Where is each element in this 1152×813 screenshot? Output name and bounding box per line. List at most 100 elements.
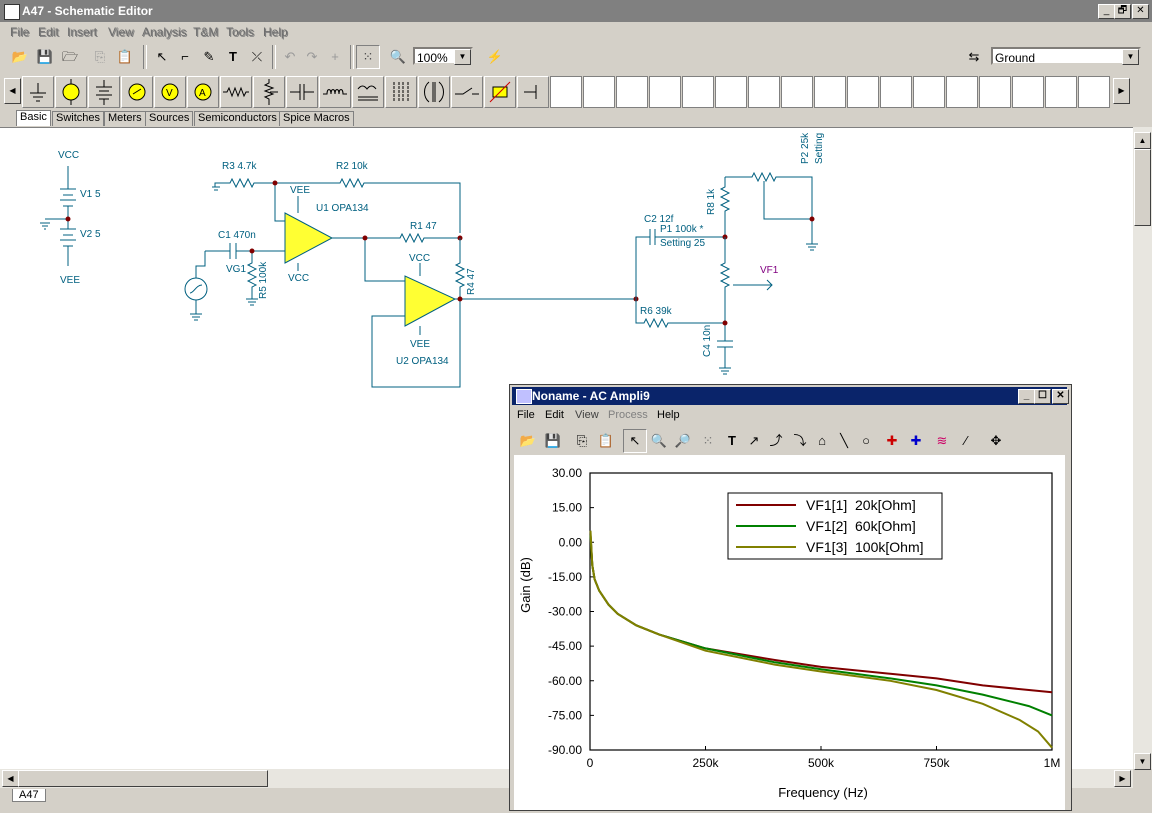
grid-icon[interactable]: ⁙ <box>702 433 714 448</box>
pan-arrows-icon[interactable]: ✥ <box>990 433 1002 448</box>
chevron-down-icon[interactable]: ▼ <box>1122 49 1139 65</box>
ampmeter-component-icon[interactable]: A <box>187 76 219 108</box>
switch-component-icon[interactable] <box>451 76 483 108</box>
y-tick-label: -60.00 <box>548 674 582 688</box>
label-vg1: VG1 <box>226 264 247 275</box>
graph-menu-edit[interactable]: Edit <box>545 409 564 421</box>
close-button[interactable]: ✕ <box>1132 4 1149 19</box>
tab-semiconductors[interactable]: Semiconductors <box>194 111 281 126</box>
jumper-component-icon[interactable] <box>517 76 549 108</box>
zoom-out-icon[interactable]: 🔎 <box>674 433 692 448</box>
svg-text:V: V <box>166 88 173 99</box>
component-toolbar: ◀ ▶ <box>0 72 1152 110</box>
capacitor-component-icon[interactable] <box>286 76 318 108</box>
wire-tool-icon[interactable]: ⌐ <box>181 49 189 64</box>
zoom-icon[interactable]: 🔍 <box>389 49 407 64</box>
grid-icon[interactable]: ⁙ <box>356 45 380 69</box>
menu-edit[interactable]: Edit <box>38 25 59 39</box>
net-icon[interactable]: ⇆ <box>968 49 980 64</box>
scroll-left-icon[interactable]: ◀ <box>2 770 19 787</box>
curve-tool-icon[interactable]: ↗ <box>748 433 760 448</box>
ammeter-component-icon[interactable] <box>121 76 153 108</box>
vertical-scroll-thumb[interactable] <box>1134 149 1151 226</box>
probe-icon[interactable]: ⁄ <box>964 433 968 448</box>
sheet-tab[interactable]: A47 <box>12 789 46 802</box>
empty-component-slot <box>946 76 978 108</box>
graph-menu-help[interactable]: Help <box>657 409 680 421</box>
home-view-icon[interactable]: ⌂ <box>818 433 826 448</box>
menu-help[interactable]: Help <box>263 25 288 39</box>
resistor-component-icon[interactable] <box>220 76 252 108</box>
paste-icon[interactable]: 📋 <box>116 49 134 64</box>
transformer-component-icon[interactable] <box>385 76 417 108</box>
menu-tools[interactable]: Tools <box>226 25 255 39</box>
save-icon[interactable]: 💾 <box>544 433 562 448</box>
rotate-left-icon[interactable]: ↶ <box>284 49 296 64</box>
net-select[interactable]: Ground ▼ <box>991 47 1141 65</box>
menu-insert[interactable]: Insert <box>67 25 98 39</box>
scroll-up-icon[interactable]: ▲ <box>1134 132 1151 149</box>
waves-icon[interactable]: ≋ <box>936 433 948 448</box>
open-icon[interactable]: 📂 <box>519 433 537 448</box>
text-tool-icon[interactable]: T <box>229 49 237 64</box>
chevron-down-icon[interactable]: ▼ <box>454 49 471 65</box>
graph-minimize-button[interactable]: _ <box>1018 389 1035 404</box>
graph-maximize-button[interactable]: ☐ <box>1034 389 1051 404</box>
battery-component-icon[interactable] <box>88 76 120 108</box>
new-file-icon[interactable]: 📂 <box>11 49 29 64</box>
tab-sources[interactable]: Sources <box>145 111 194 126</box>
scroll-down-icon[interactable]: ▼ <box>1134 753 1151 770</box>
diode-component-icon[interactable] <box>484 76 516 108</box>
cursor-b-icon[interactable]: ✚ <box>910 433 922 448</box>
graph-menu-view[interactable]: View <box>575 409 599 421</box>
graph-close-button[interactable]: ✕ <box>1052 389 1069 404</box>
paste-icon[interactable]: 📋 <box>597 433 615 448</box>
probe-icon[interactable]: ⚡ <box>486 49 504 64</box>
trace-tool-icon[interactable]: ⤴ <box>769 433 783 448</box>
cursor-a-icon[interactable]: ✚ <box>886 433 898 448</box>
tab-meters[interactable]: Meters <box>104 111 146 126</box>
label-r2: R2 10k <box>336 161 368 172</box>
menu-analysis[interactable]: Analysis <box>142 25 187 39</box>
menu-view[interactable]: View <box>108 25 134 39</box>
circle-tool-icon[interactable]: ○ <box>862 433 870 448</box>
open-folder-icon[interactable]: 🗁 <box>61 49 79 64</box>
coupled-inductor-component-icon[interactable] <box>352 76 384 108</box>
scroll-right-icon[interactable]: ▶ <box>1113 78 1130 104</box>
select-arrow-icon[interactable]: ↖ <box>156 49 168 64</box>
graph-menu-process[interactable]: Process <box>608 409 648 421</box>
save-icon[interactable]: 💾 <box>36 49 54 64</box>
marker-tool-icon[interactable]: ⤵ <box>793 433 807 448</box>
tab-basic[interactable]: Basic <box>16 110 51 126</box>
pencil-icon[interactable]: ✎ <box>203 49 215 64</box>
label-c2: C2 12f <box>644 214 674 225</box>
copy-icon[interactable]: ⎘ <box>576 433 588 448</box>
tab-switches[interactable]: Switches <box>52 111 105 126</box>
horizontal-scroll-thumb[interactable] <box>18 770 268 787</box>
restore-button[interactable]: 🗗 <box>1114 4 1131 19</box>
voltmeter-component-icon[interactable]: V <box>154 76 186 108</box>
mirror-icon[interactable]: + <box>331 49 339 64</box>
zoom-select[interactable]: 100% ▼ <box>413 47 473 65</box>
minimize-button[interactable]: _ <box>1098 4 1115 19</box>
lamp-component-icon[interactable] <box>55 76 87 108</box>
tab-spice-macros[interactable]: Spice Macros <box>279 111 354 126</box>
menu-tm[interactable]: T&M <box>193 25 219 39</box>
scroll-right-icon[interactable]: ▶ <box>1114 770 1131 787</box>
scroll-left-icon[interactable]: ◀ <box>4 78 21 104</box>
ground-component-icon[interactable] <box>22 76 54 108</box>
copy-icon[interactable]: ⎘ <box>94 49 106 64</box>
zoom-in-icon[interactable]: 🔍 <box>650 433 668 448</box>
vertical-scrollbar[interactable]: ▲ ▼ <box>1133 127 1152 770</box>
text-tool-icon[interactable]: T <box>728 433 736 448</box>
select-arrow-icon[interactable]: ↖ <box>623 429 647 453</box>
graph-menu-file[interactable]: File <box>517 409 535 421</box>
ideal-transformer-component-icon[interactable] <box>418 76 450 108</box>
potentiometer-component-icon[interactable] <box>253 76 285 108</box>
line-tool-icon[interactable]: ╲ <box>840 433 848 448</box>
delete-wire-icon[interactable]: ⤫ <box>251 49 263 64</box>
inductor-component-icon[interactable] <box>319 76 351 108</box>
rotate-right-icon[interactable]: ↷ <box>306 49 318 64</box>
menu-file[interactable]: File <box>10 25 30 39</box>
